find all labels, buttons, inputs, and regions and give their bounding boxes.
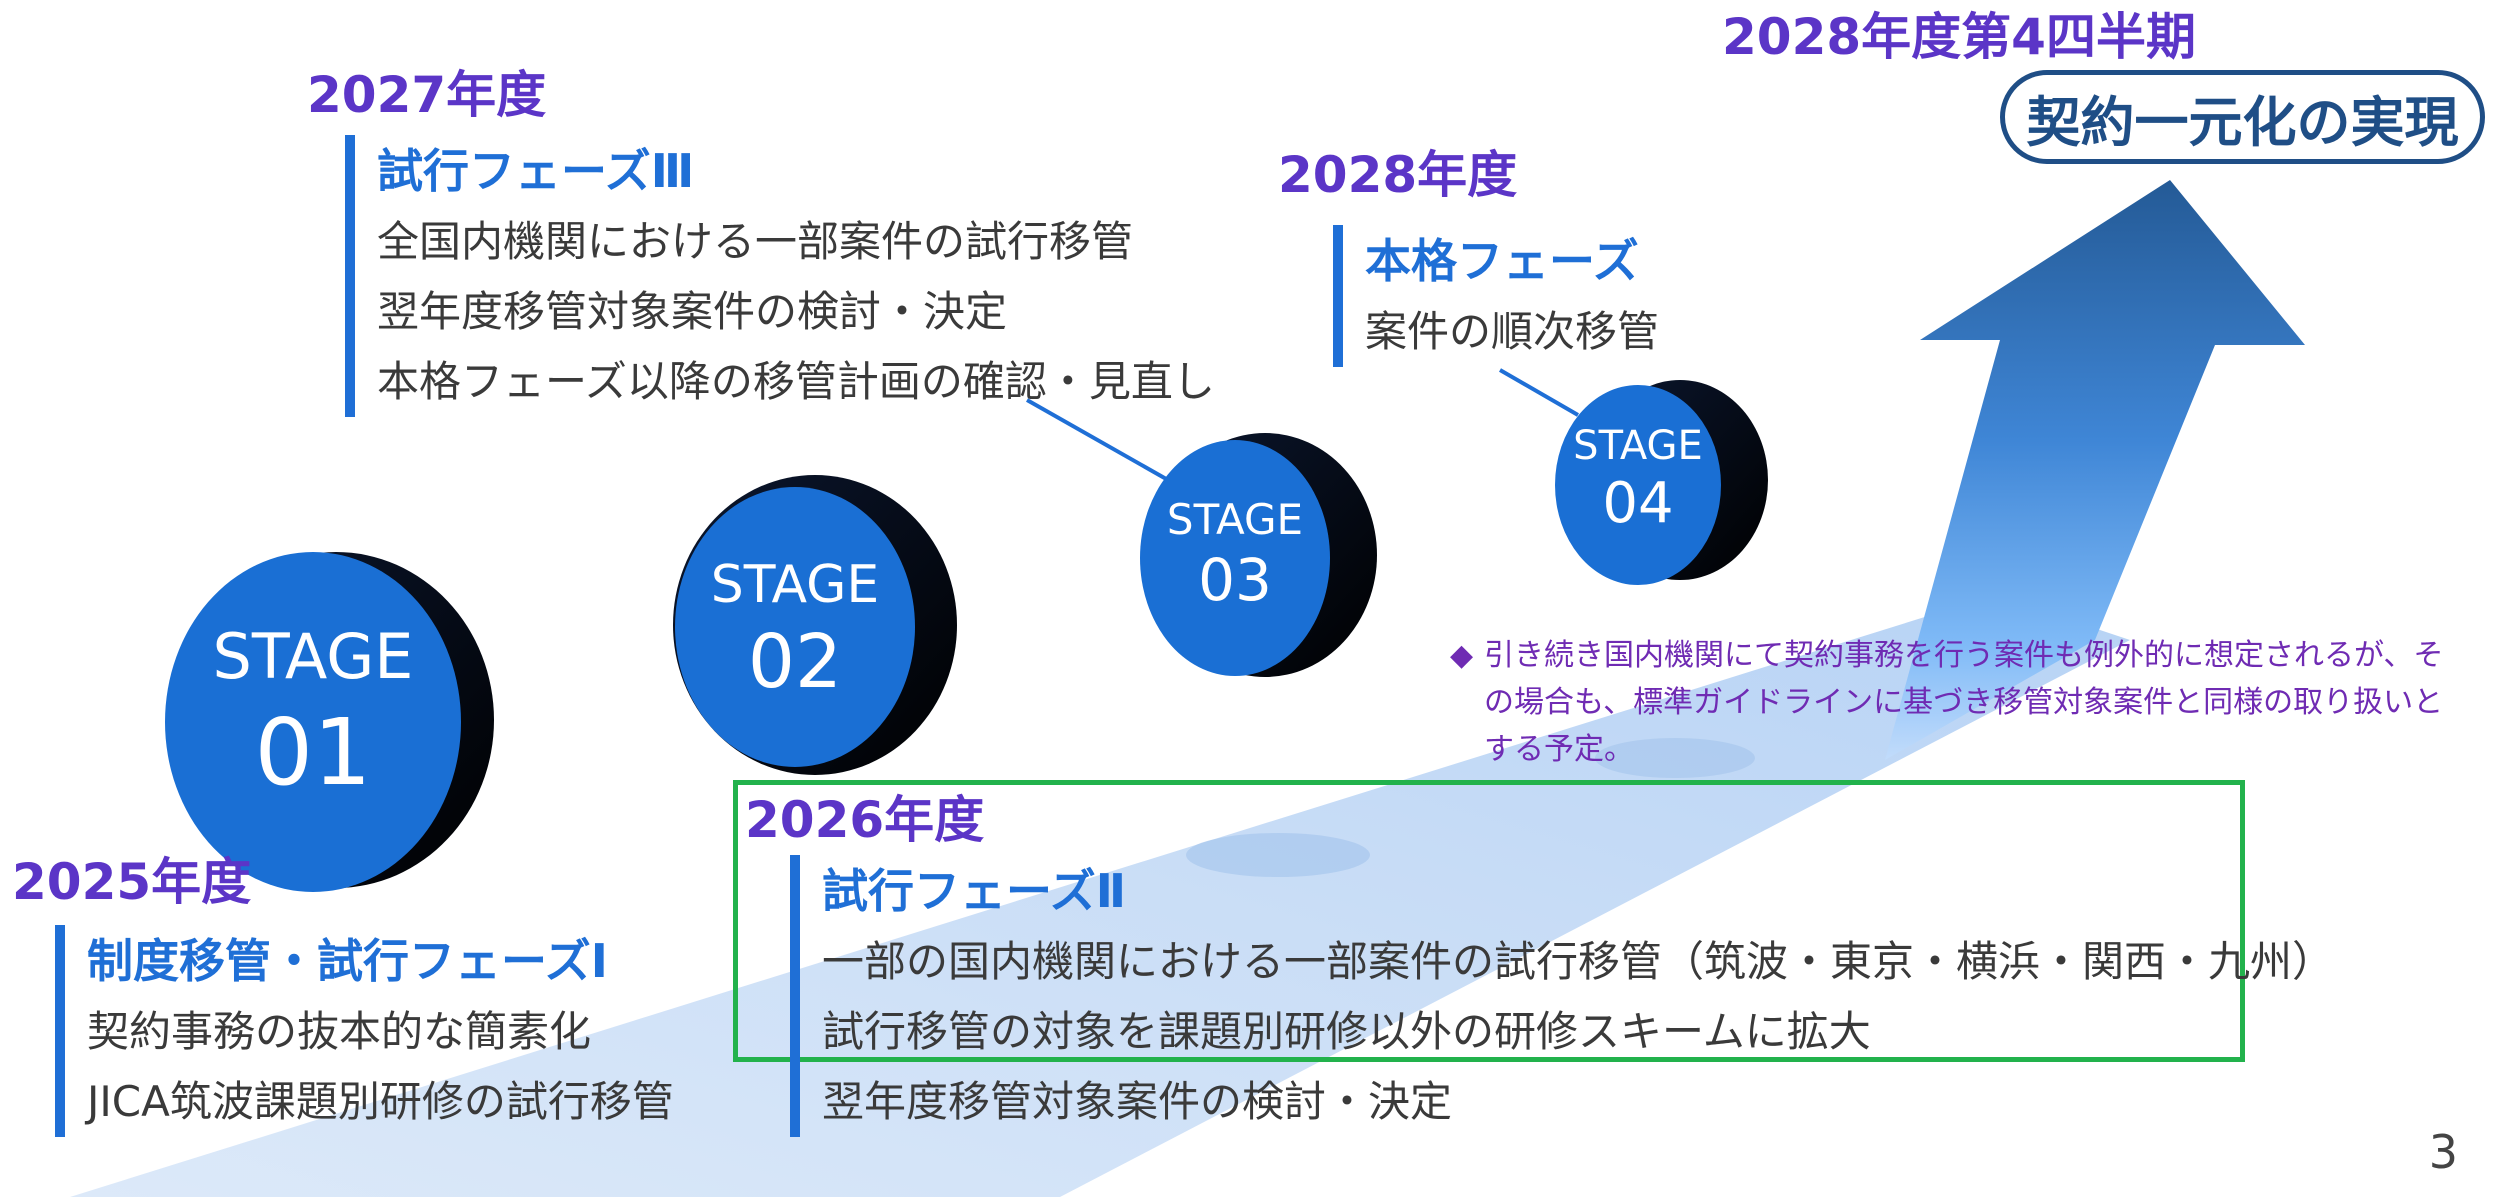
phase-title: 本格フェーズ — [1365, 234, 1639, 288]
phase-item: 翌年度移管対象案件の検討・決定 — [822, 1077, 1453, 1126]
stage-number: 02 — [747, 619, 843, 705]
year-2025: 2025年度 — [12, 853, 252, 911]
stage-number: 04 — [1602, 471, 1674, 536]
path-shadow — [1595, 738, 1755, 778]
phase-title: 制度移管・試行フェーズⅠ — [87, 934, 608, 988]
goal-period: 2028年度第4四半期 — [1722, 8, 2196, 66]
phase-block-2027: 試行フェーズⅢ 全国内機関における一部案件の試行移管 翌年度移管対象案件の検討・… — [345, 135, 1215, 417]
note-text: 引き続き国内機関にて契約事務を行う案件も例外的に想定されるが、その場合も、標準ガ… — [1484, 638, 2444, 767]
phase-item: 契約事務の抜本的な簡素化 — [87, 1007, 592, 1056]
goal-badge: 契約一元化の実現 — [2000, 70, 2485, 164]
stage-02: STAGE 02 — [700, 555, 890, 705]
phase-title: 試行フェーズⅢ — [377, 144, 695, 198]
phase-item: 翌年度移管対象案件の検討・決定 — [377, 287, 1008, 336]
phase-item: 全国内機関における一部案件の試行移管 — [377, 217, 1134, 266]
phase-block-2026: 試行フェーズⅡ 一部の国内機関における一部案件の試行移管（筑波・東京・横浜・関西… — [790, 855, 2334, 1137]
phase-item: JICA筑波課題別研修の試行移管 — [87, 1077, 674, 1126]
stage-label: STAGE — [212, 620, 414, 693]
phase-item: 試行移管の対象を課題別研修以外の研修スキームに拡大 — [822, 1007, 1871, 1056]
phase-block-2028: 本格フェーズ 案件の順次移管 — [1333, 225, 1659, 367]
phase-block-2025: 制度移管・試行フェーズⅠ 契約事務の抜本的な簡素化 JICA筑波課題別研修の試行… — [55, 925, 674, 1137]
phase-item: 一部の国内機関における一部案件の試行移管（筑波・東京・横浜・関西・九州） — [822, 937, 2335, 986]
connector-line — [1026, 398, 1169, 482]
stage-disc-03 — [1140, 433, 1377, 677]
goal-arrow — [1885, 180, 2305, 760]
stage-label: STAGE — [1573, 423, 1703, 469]
highlight-box — [733, 780, 2245, 1062]
year-2028: 2028年度 — [1278, 146, 1518, 204]
stage-disc-02 — [673, 475, 957, 775]
page-number: 3 — [2428, 1125, 2458, 1179]
stage-04: STAGE 04 — [1573, 423, 1703, 536]
stage-disc-01 — [165, 552, 494, 892]
phase-title: 試行フェーズⅡ — [822, 864, 1126, 918]
phase-item: 本格フェーズ以降の移管計画の確認・見直し — [377, 357, 1215, 406]
year-2027: 2027年度 — [307, 66, 547, 124]
stage-number: 03 — [1198, 546, 1272, 614]
stage-03: STAGE 03 — [1160, 495, 1310, 614]
stage-01: STAGE 01 — [193, 620, 433, 806]
stage-disc-04 — [1555, 380, 1768, 585]
diamond-bullet-icon: ◆ — [1450, 638, 1474, 673]
stage-label: STAGE — [1166, 495, 1304, 544]
stage-number: 01 — [254, 699, 372, 806]
phase-item: 案件の順次移管 — [1365, 307, 1660, 356]
stage-label: STAGE — [710, 555, 880, 615]
exception-note: ◆ 引き続き国内機関にて契約事務を行う案件も例外的に想定されるが、その場合も、標… — [1450, 632, 2460, 773]
connector-line — [1499, 368, 1579, 417]
year-2026: 2026年度 — [745, 791, 985, 849]
path-shadow — [1186, 833, 1370, 877]
